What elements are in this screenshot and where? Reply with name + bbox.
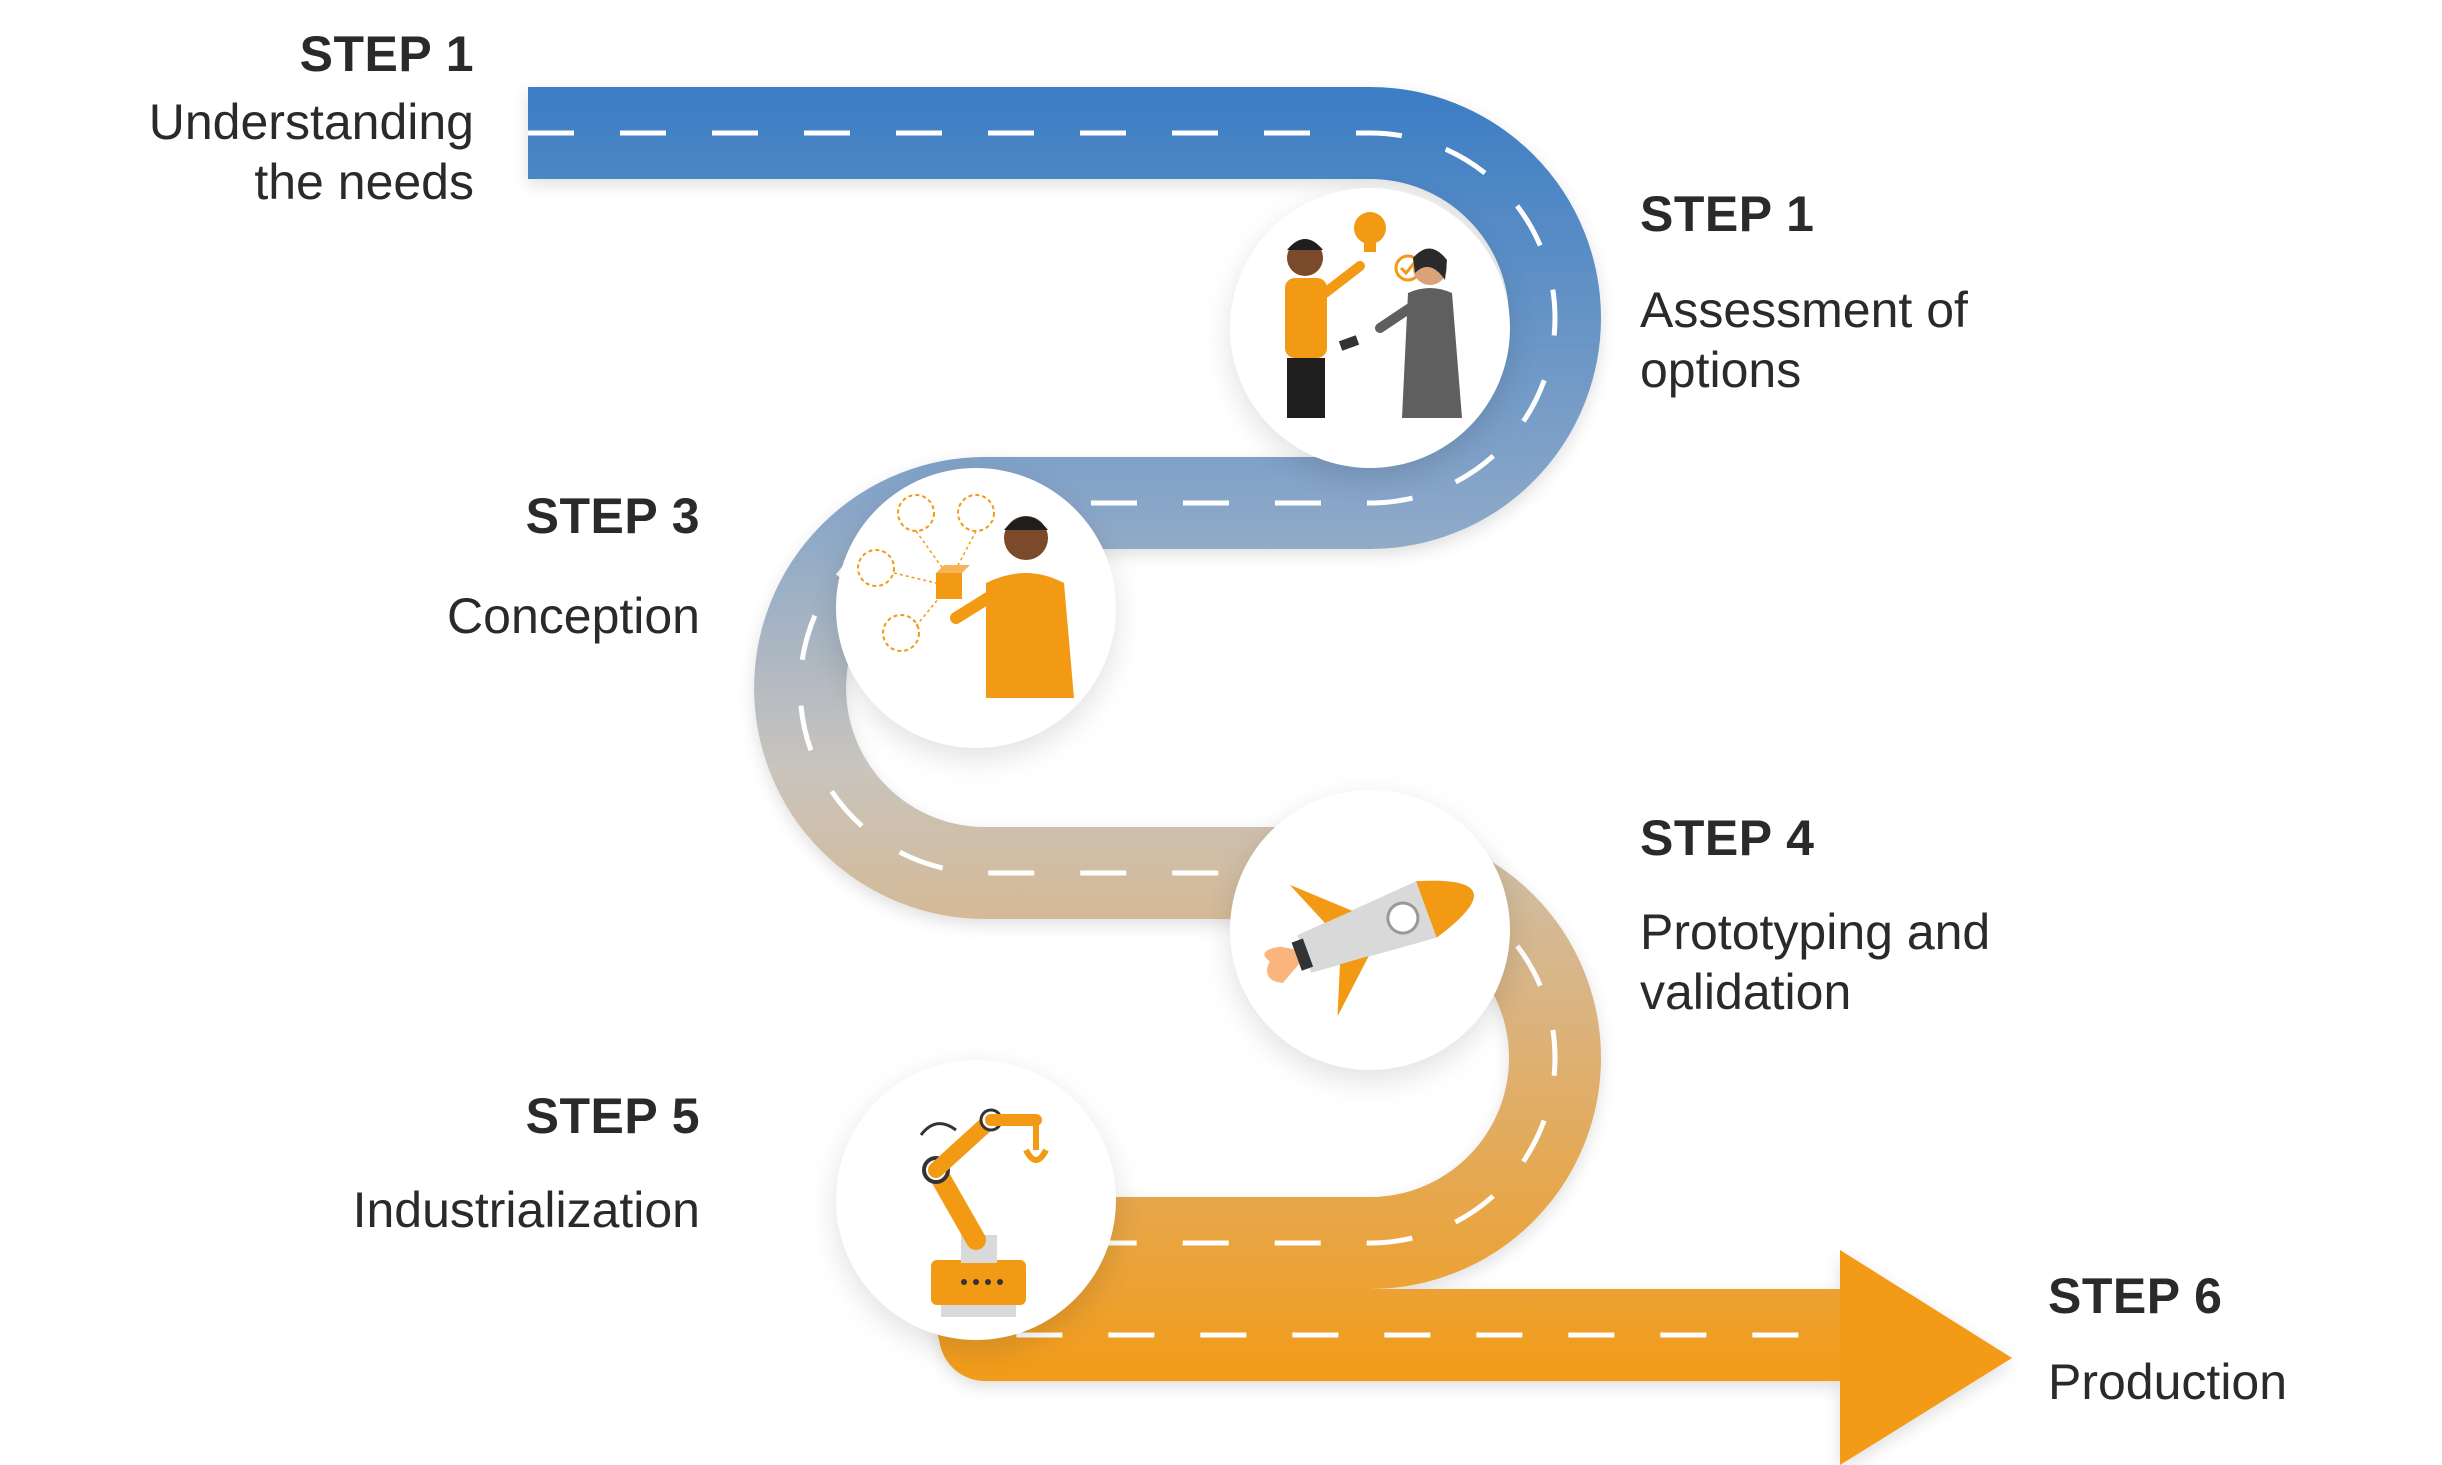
- illustration-industrialization: [836, 1060, 1116, 1340]
- step-description-line: the needs: [254, 154, 474, 210]
- people-discussing-idea-icon: [1285, 212, 1462, 418]
- step-understanding-needs: STEP 1 Understanding the needs: [149, 26, 474, 212]
- step-title: STEP 1: [1640, 186, 1815, 242]
- illustration-assessment: [1230, 188, 1510, 468]
- illustration-conception: [836, 468, 1116, 748]
- step-production: STEP 6 Production: [2048, 1268, 2287, 1412]
- road-body: [528, 87, 1840, 1381]
- step-description-line: validation: [1640, 964, 1852, 1020]
- step-description-line: Industrialization: [352, 1182, 700, 1238]
- step-prototyping-validation: STEP 4 Prototyping and validation: [1640, 810, 1990, 1022]
- rocket-icon: [1264, 880, 1474, 1017]
- step-industrialization: STEP 5 Industrialization: [353, 1088, 700, 1240]
- step-description-line: Understanding: [148, 94, 474, 150]
- road-arrow-head: [1840, 1250, 2012, 1465]
- robot-arm-icon: [919, 1108, 1049, 1317]
- step-title: STEP 6: [2048, 1268, 2223, 1324]
- step-title: STEP 3: [525, 488, 700, 544]
- step-conception: STEP 3 Conception: [447, 488, 700, 646]
- step-description-line: Conception: [447, 588, 700, 644]
- step-description-line: Prototyping and: [1640, 904, 1991, 960]
- step-title: STEP 5: [525, 1088, 700, 1144]
- step-description-line: Production: [2048, 1354, 2288, 1410]
- step-title: STEP 1: [299, 26, 474, 82]
- step-description-line: Assessment of: [1640, 282, 1968, 338]
- illustration-prototyping: [1230, 790, 1510, 1070]
- step-description-line: options: [1640, 342, 1802, 398]
- step-assessment-options: STEP 1 Assessment of options: [1640, 186, 1968, 400]
- step-title: STEP 4: [1640, 810, 1815, 866]
- person-with-cube-icon: [857, 494, 1074, 698]
